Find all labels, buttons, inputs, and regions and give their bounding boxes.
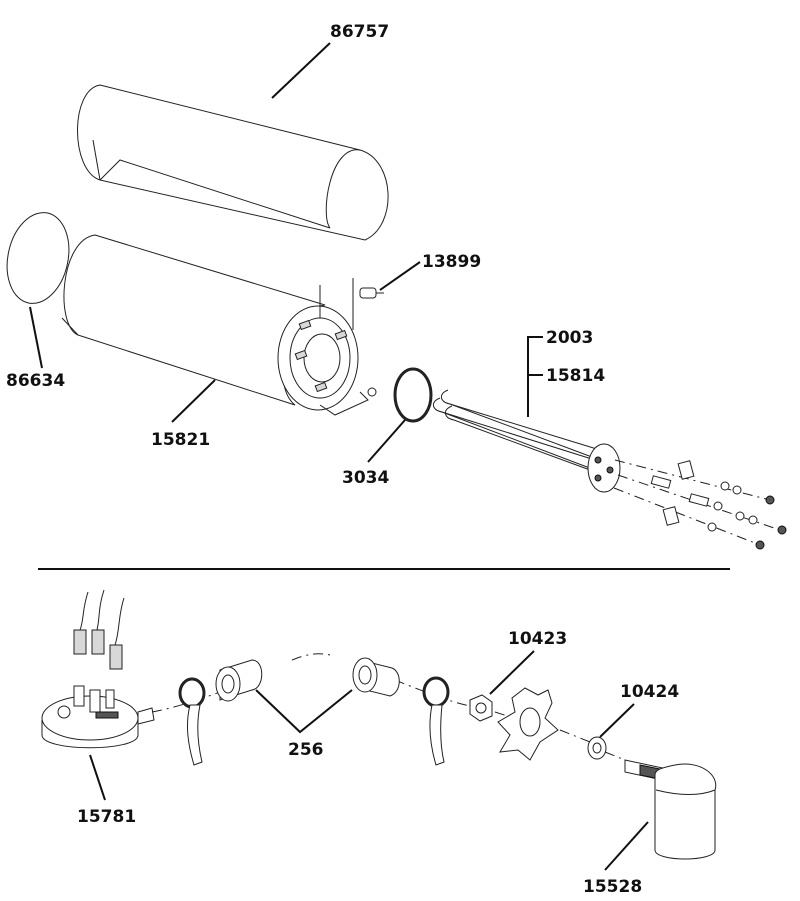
tank-body-15821 — [61, 234, 377, 416]
label-15528: 15528 — [583, 877, 642, 897]
thermostat-probe-13899 — [359, 287, 384, 299]
label-256: 256 — [288, 740, 324, 760]
insulation-jacket-86757 — [77, 84, 389, 241]
label-15821: 15821 — [151, 430, 210, 450]
label-3034: 3034 — [342, 468, 389, 488]
label-13899: 13899 — [422, 252, 481, 272]
label-10423: 10423 — [508, 629, 567, 649]
end-insulation-disc-86634 — [6, 212, 70, 304]
grommet-256-left — [215, 659, 263, 702]
label-86634: 86634 — [6, 371, 65, 391]
thermostat-control-15781 — [41, 589, 155, 749]
label-15814: 15814 — [546, 366, 605, 386]
label-2003: 2003 — [546, 328, 593, 348]
gasket-3034 — [393, 367, 433, 423]
heating-element-15814 — [433, 389, 621, 493]
drain-valve-15528 — [624, 759, 717, 860]
washer-10424 — [587, 736, 607, 760]
grommet-256-right — [352, 657, 400, 697]
element-terminal-hardware — [613, 459, 787, 550]
label-15781: 15781 — [77, 807, 136, 827]
label-86757: 86757 — [330, 22, 389, 42]
hose-clamp-left — [178, 677, 206, 766]
label-10424: 10424 — [620, 682, 679, 702]
hose-clamp-right — [422, 676, 450, 766]
nut-10423 — [469, 694, 493, 722]
